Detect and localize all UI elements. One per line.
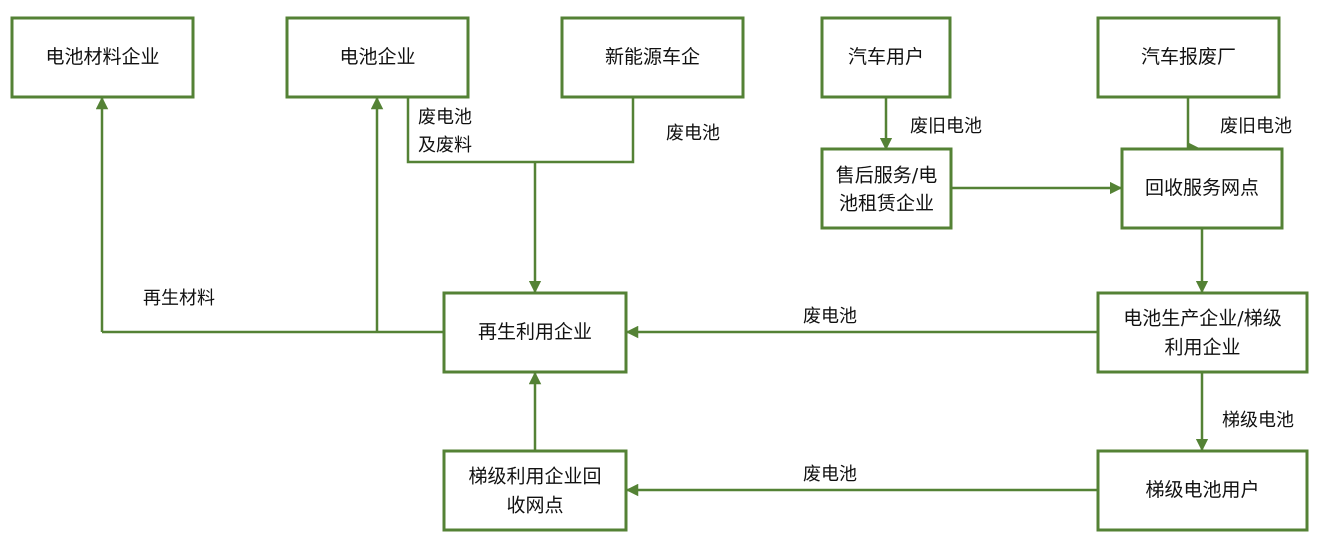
node-label: 电池材料企业 xyxy=(45,46,159,68)
edge-nev-merge xyxy=(535,96,635,164)
node-car-user: 汽车用户 xyxy=(820,16,952,99)
node-label: 再生利用企业 xyxy=(478,321,592,343)
node-label: 汽车用户 xyxy=(848,46,924,68)
node-aftersales: 售后服务/电 池租赁企业 xyxy=(820,147,953,230)
node-label-line1: 电池生产企业/梯级 xyxy=(1123,308,1281,330)
edge-label-waste-to-regeneration: 废电池 xyxy=(803,306,857,327)
node-label-line2: 池租赁企业 xyxy=(839,193,934,215)
edge-label-used-user: 废旧电池 xyxy=(910,116,982,137)
node-cascade-user: 梯级电池用户 xyxy=(1096,449,1309,532)
node-label-line1: 梯级利用企业回 xyxy=(468,466,601,488)
edge-label-waste-nev: 废电池 xyxy=(666,123,720,144)
node-label-line2: 利用企业 xyxy=(1164,337,1240,359)
edge-battery-company-merge xyxy=(406,96,535,164)
node-label: 梯级电池用户 xyxy=(1145,479,1259,501)
edge-labels: 废电池 及废料 废电池 废旧电池 废旧电池 再生材料 废电池 梯级电池 废电池 xyxy=(143,107,1294,485)
node-label: 汽车报废厂 xyxy=(1141,46,1236,68)
node-scrapyard: 汽车报废厂 xyxy=(1096,16,1281,99)
node-cascade-point: 梯级利用企业回 收网点 xyxy=(442,449,628,532)
edge-label-waste-to-cascade-point: 废电池 xyxy=(803,464,857,485)
node-battery-material: 电池材料企业 xyxy=(10,16,195,99)
node-regeneration: 再生利用企业 xyxy=(442,291,628,374)
edge-scrapyard-to-recycling xyxy=(1186,96,1202,156)
edge-label-used-scrapyard: 废旧电池 xyxy=(1220,116,1292,137)
node-recycling-point: 回收服务网点 xyxy=(1120,147,1284,230)
node-battery-company: 电池企业 xyxy=(285,16,470,99)
node-battery-producer-cascade: 电池生产企业/梯级 利用企业 xyxy=(1096,291,1309,374)
edge-label-regenerated-material: 再生材料 xyxy=(143,288,215,309)
node-label: 电池企业 xyxy=(339,46,415,68)
edge-label-waste-scrap-line1: 废电池 xyxy=(418,107,472,128)
edge-label-cascade-battery: 梯级电池 xyxy=(1222,410,1294,431)
node-label-line2: 收网点 xyxy=(506,495,563,517)
node-nev-maker: 新能源车企 xyxy=(560,16,745,99)
edges xyxy=(95,96,1209,497)
node-label: 新能源车企 xyxy=(605,46,700,68)
edge-label-waste-scrap-line2: 及废料 xyxy=(418,135,472,156)
node-label: 回收服务网点 xyxy=(1145,177,1259,199)
node-label-line1: 售后服务/电 xyxy=(836,165,937,187)
